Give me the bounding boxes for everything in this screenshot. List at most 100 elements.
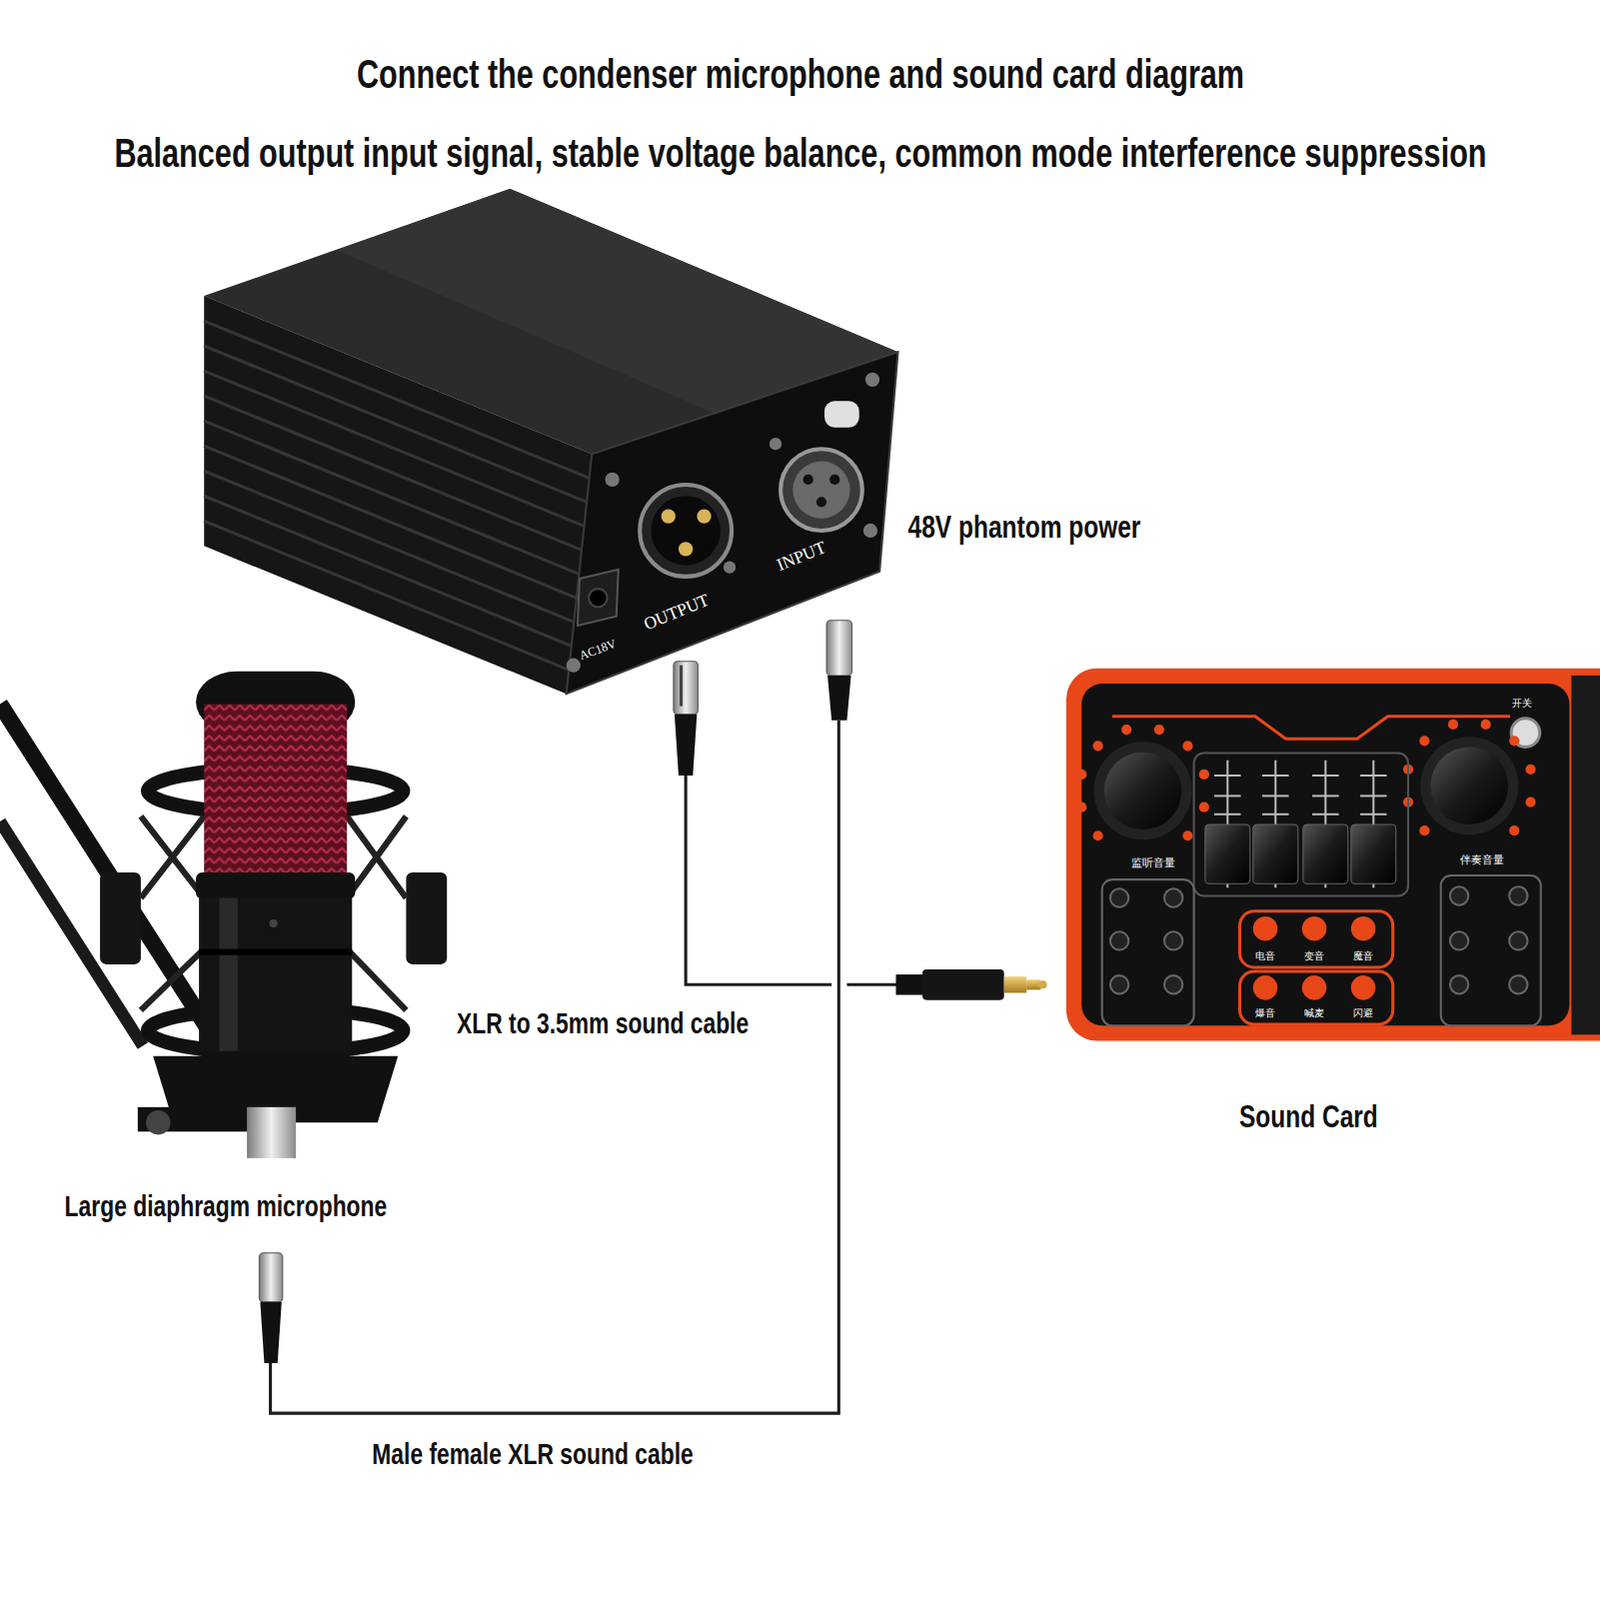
sound-card-part-part [1262, 794, 1290, 797]
sound-card-part-part [1419, 825, 1430, 836]
sound-card-part-part [1312, 813, 1340, 816]
microphone-part [198, 898, 352, 1052]
phantom-power-box-part [588, 588, 607, 607]
sound-card-part [1571, 675, 1600, 1035]
control-label: 开关 [1512, 697, 1533, 710]
sound-card-part [1205, 824, 1397, 884]
phantom-power-box-part [639, 484, 732, 577]
xlr-to-3-5mm-cable-part [1004, 976, 1027, 993]
sound-card-part [1112, 716, 1511, 739]
sound-card-part-part [1302, 975, 1328, 1001]
phantom-power-box-part-part [203, 420, 579, 574]
sound-card-part-part [1199, 802, 1210, 813]
button-label: 闪避 [1353, 1007, 1374, 1020]
caption-text: Sound Card [1239, 1099, 1380, 1135]
phantom-power-box-part [803, 474, 814, 485]
sound-card-part-part [1110, 931, 1129, 950]
sound-card-part [1081, 683, 1570, 1026]
phantom-power-box-part [863, 523, 878, 538]
sound-card-part-part [1419, 735, 1430, 746]
sound-card-part-part [1509, 735, 1520, 746]
sound-card-part-part [1214, 794, 1242, 797]
xlr-to-3-5mm-cable-part [679, 665, 683, 707]
sound-card-part-part [1121, 724, 1132, 735]
sound-card-part-part [1253, 975, 1279, 1001]
button-label: 变音 [1304, 950, 1325, 963]
sound-card-part [1420, 736, 1519, 835]
microphone-part [198, 949, 352, 956]
sound-card-part [1110, 886, 1529, 994]
sound-card-part-part [1262, 774, 1290, 777]
sound-card [1066, 668, 1600, 1042]
phantom-power-box [203, 188, 898, 694]
phantom-power-box-part [577, 569, 619, 626]
sound-card-part-part [1312, 794, 1340, 797]
phantom-power-box-part [678, 541, 693, 556]
sound-card-part-part [1525, 796, 1536, 807]
sound-card-part [1240, 971, 1394, 1025]
sound-card-part-part [1360, 794, 1388, 797]
control-label: 监听音量 [1131, 855, 1176, 869]
microphone-part [269, 919, 278, 928]
sound-card-part-part [1110, 975, 1129, 994]
sound-card-part-part [1076, 802, 1087, 813]
sound-card-part-part [1164, 975, 1183, 994]
xlr-to-3-5mm-cable [673, 661, 1048, 1001]
sound-card-part [1194, 753, 1409, 897]
sound-card-part-part [1164, 931, 1183, 950]
phantom-power-box-part [203, 320, 589, 670]
sound-card-part [1066, 668, 1600, 1042]
microphone-part [405, 872, 447, 965]
sound-card-part-part [1164, 888, 1183, 907]
microphone-part [246, 1107, 296, 1159]
sound-card-part-part [1182, 830, 1193, 841]
microphone [0, 671, 447, 1159]
phantom-power-box-part-part [203, 320, 589, 478]
microphone-part [99, 872, 141, 965]
xlr-to-3-5mm-cable-part [673, 661, 699, 715]
phantom-power-box-part [696, 509, 711, 524]
sound-card-part-part [1303, 824, 1349, 884]
sound-card-part-part [1205, 824, 1251, 884]
phantom-power-box-part [566, 351, 899, 694]
device-caption: 48V phantom power [906, 507, 1144, 547]
phantom-power-box-part-part [203, 345, 587, 502]
sound-card-part-part [1481, 719, 1492, 730]
sound-card-part-part [1076, 769, 1087, 780]
sound-card-part [1431, 746, 1510, 825]
sound-card-part-part [1351, 824, 1397, 884]
device-caption: Sound Card [1237, 1097, 1381, 1137]
cable-label: XLR to 3.5mm sound cable [456, 1007, 749, 1041]
phantom-power-box-part [780, 448, 863, 531]
sound-card-part-part [1262, 813, 1290, 816]
sound-card-part-part [1199, 769, 1210, 780]
microphone-part [0, 821, 143, 1047]
phantom-power-box-part [865, 372, 880, 387]
male-female-xlr-cable-part [259, 1302, 281, 1364]
sound-card-part [1102, 879, 1195, 1026]
phantom-power-box-part [604, 472, 619, 487]
xlr-to-3-5mm-cable-part [922, 969, 1005, 1001]
sound-card-part-part [1509, 975, 1528, 994]
sound-card-part [1076, 719, 1536, 842]
sound-card-part [1240, 911, 1394, 968]
sound-card-part-part [1302, 916, 1328, 942]
phantom-power-box-part [566, 658, 581, 673]
microphone-part [145, 1110, 171, 1136]
microphone-part [219, 898, 238, 1052]
button-label: 电音 [1255, 950, 1276, 963]
xlr-to-3-5mm-cable-part [674, 714, 697, 776]
phantom-power-box-part-part [203, 370, 584, 526]
sound-card-part-part [1214, 774, 1242, 777]
button-label: 魔音 [1353, 950, 1374, 963]
microphone-part [195, 872, 355, 900]
xlr-to-3-5mm-cable-part [1026, 979, 1041, 990]
sound-card-part-part [1093, 830, 1104, 841]
button-label: 爆音 [1255, 1007, 1276, 1020]
microphone-part [203, 704, 347, 884]
sound-card-part-part [1509, 931, 1528, 950]
xlr-to-3-5mm-cable-part [1038, 980, 1047, 989]
